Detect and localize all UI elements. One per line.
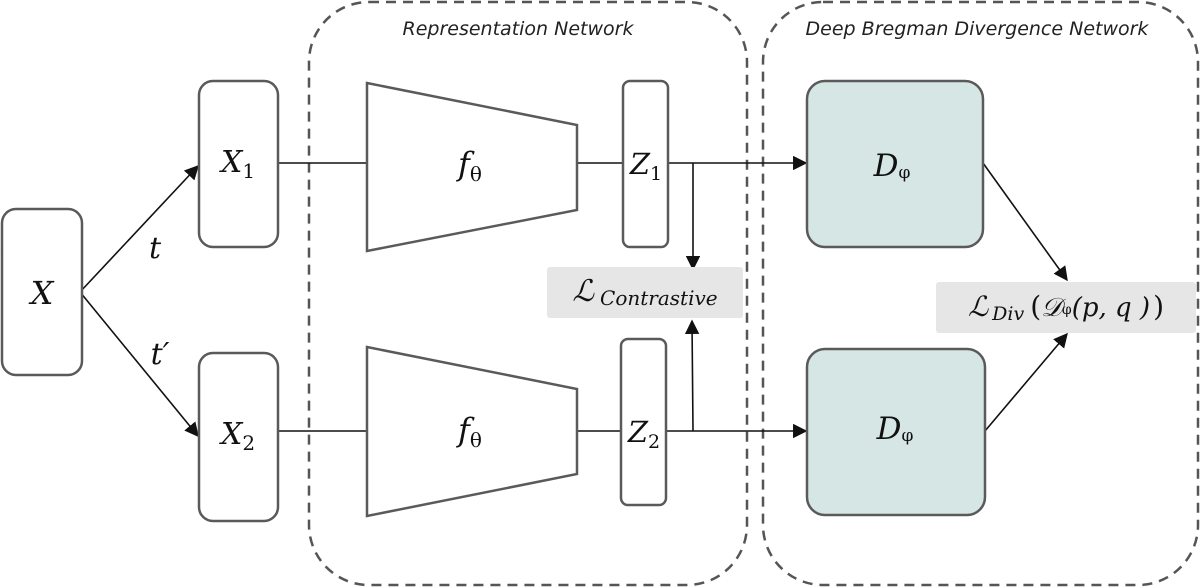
view2-node	[197, 351, 280, 523]
augment-arrow-1	[79, 164, 199, 293]
view1-label: X1	[219, 145, 255, 183]
augmentation-label-t: t	[149, 231, 162, 266]
divergence2-to-loss-arrow	[984, 332, 1068, 432]
contrastive-loss-box	[547, 267, 743, 318]
z1-label: Z1	[629, 147, 662, 185]
divergence-network-1-label: Dφ	[873, 148, 911, 184]
encoder-1	[365, 81, 579, 253]
z2-label: Z2	[627, 415, 660, 453]
divergence-network-2	[805, 347, 987, 517]
encoder-2	[365, 345, 579, 518]
divergence-network-group	[761, 0, 1200, 587]
divergence-network-2-label: Dφ	[876, 411, 914, 447]
z1-node	[621, 79, 670, 249]
augment-arrow-2	[79, 291, 199, 438]
z2-to-contrastive-arrow	[684, 319, 700, 432]
z2-node	[619, 337, 668, 507]
view1-node	[197, 79, 280, 249]
divergence1-to-loss-arrow	[982, 162, 1068, 282]
representation-network-title: Representation Network	[403, 18, 635, 40]
divergence-network-1	[805, 79, 985, 249]
divergence-loss-box	[936, 282, 1196, 333]
augmentation-label-t-prime: t′	[151, 337, 170, 372]
input-node	[0, 207, 84, 377]
representation-network-group	[307, 0, 749, 587]
divergence-network-title: Deep Bregman Divergence Network	[806, 18, 1150, 40]
view2-label: X2	[219, 417, 255, 455]
input-label: X	[28, 274, 55, 312]
